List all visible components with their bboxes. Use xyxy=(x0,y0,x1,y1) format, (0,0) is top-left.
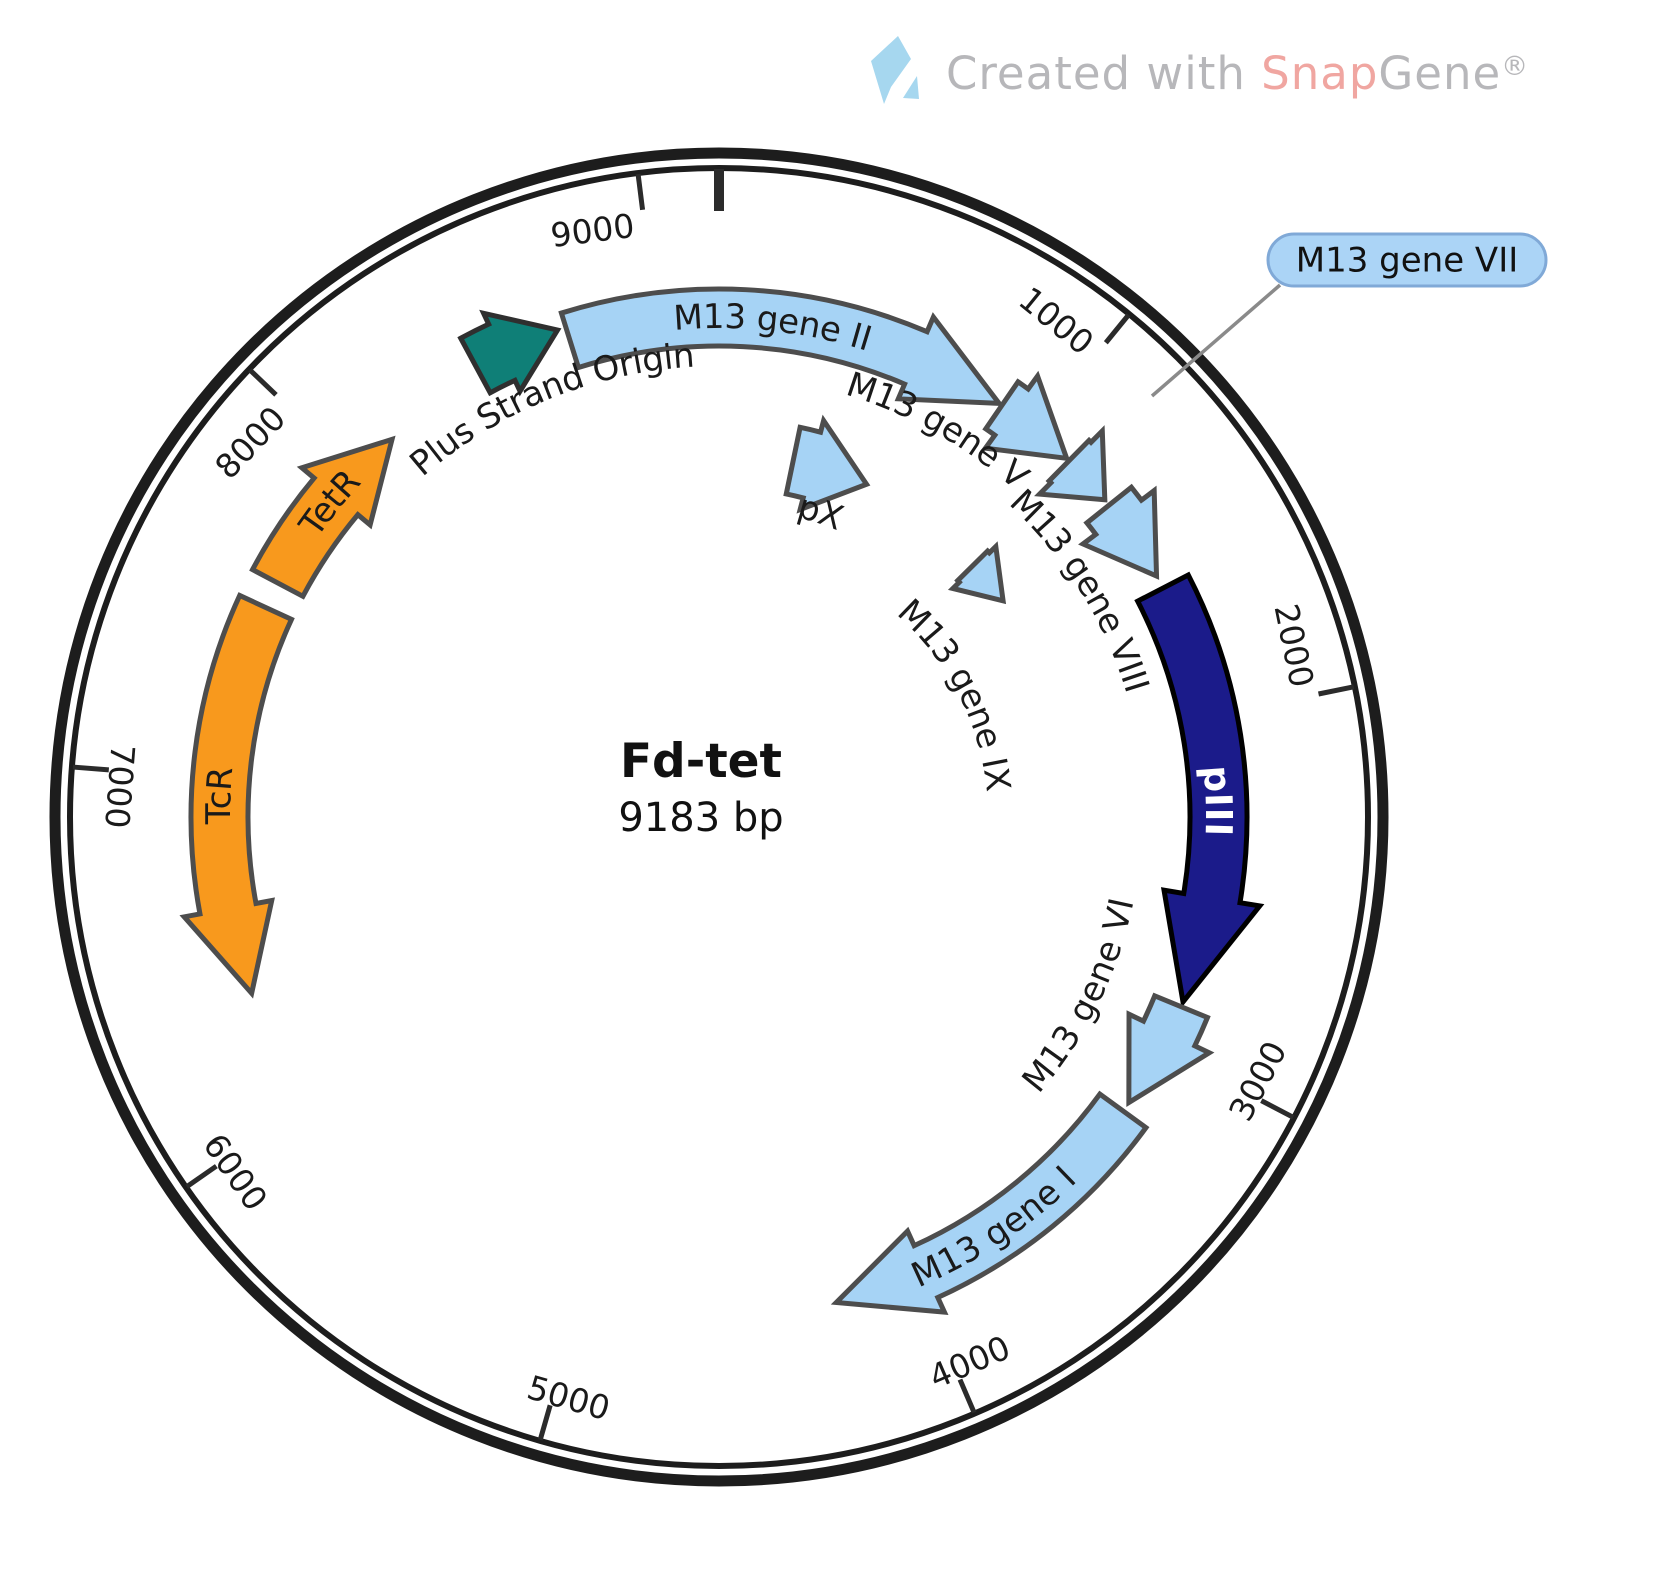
tick-label-1000: 1000 xyxy=(1011,279,1101,362)
feature-piii xyxy=(1134,571,1265,1008)
tick-label-2000: 2000 xyxy=(1266,601,1321,691)
backbone-inner-ring xyxy=(67,165,1371,1469)
tick-6000 xyxy=(185,1164,218,1189)
watermark-text: Created with SnapGene® xyxy=(946,47,1529,100)
feature-m13-gene-v xyxy=(980,370,1071,462)
feature-tcr xyxy=(179,592,295,999)
tick-label-9000: 9000 xyxy=(548,206,636,255)
plus-strand-origin-label: Plus Strand Origin xyxy=(402,336,696,485)
callout-pill xyxy=(1266,232,1548,288)
feature-m13-gene-viii xyxy=(1078,483,1160,580)
feature-m13-gene-ix xyxy=(947,541,1007,605)
tick-7000 xyxy=(72,764,110,773)
callout-leader-line xyxy=(1150,283,1282,398)
feature-tetr xyxy=(249,435,396,600)
tick-2000 xyxy=(1318,684,1355,697)
plasmid-center-title: Fd-tet 9183 bp xyxy=(618,734,783,841)
tcr-label: TcR xyxy=(199,765,241,825)
tick-8000 xyxy=(248,368,278,397)
tick-label-8000: 8000 xyxy=(207,399,293,487)
piii-label: pIII xyxy=(1195,764,1240,838)
snapgene-logo-icon xyxy=(871,36,911,104)
feature-px xyxy=(783,414,871,514)
feature-m13-gene-vi xyxy=(1126,992,1215,1108)
feature-plus-strand-origin xyxy=(457,309,562,397)
m13-gene-i-label: M13 gene I xyxy=(906,1159,1085,1296)
tick-label-7000: 7000 xyxy=(97,743,142,830)
watermark-gene: Gene xyxy=(1378,47,1501,100)
m13-gene-vi-label: M13 gene VI xyxy=(1014,895,1142,1101)
snapgene-watermark: Created with SnapGene® xyxy=(871,36,1529,104)
gene-vii-callout: M13 gene VII xyxy=(1150,232,1548,398)
backbone-outer-ring xyxy=(49,147,1389,1487)
watermark-registered: ® xyxy=(1501,51,1529,82)
plasmid-name: Fd-tet xyxy=(620,734,782,789)
tick-label-5000: 5000 xyxy=(523,1368,614,1429)
watermark-snap: Snap xyxy=(1261,47,1378,100)
m13-gene-ix-label: M13 gene IX xyxy=(890,592,1018,794)
tick-5000 xyxy=(537,1404,553,1441)
tick-1000 xyxy=(1103,313,1131,345)
feature-m13-gene-vii xyxy=(1034,425,1108,503)
feature-m13-gene-i xyxy=(830,1090,1150,1315)
tick-9000 xyxy=(635,173,646,211)
watermark-created-with: Created with xyxy=(946,47,1261,100)
callout-label: M13 gene VII xyxy=(1296,241,1519,281)
tick-4000 xyxy=(957,1378,977,1414)
snapgene-logo-icon-dot xyxy=(903,76,919,99)
plasmid-size: 9183 bp xyxy=(618,795,783,841)
feature-m13-gene-ii xyxy=(558,286,1005,407)
tick-3000 xyxy=(1260,1098,1295,1120)
tick-label-4000: 4000 xyxy=(923,1328,1016,1397)
